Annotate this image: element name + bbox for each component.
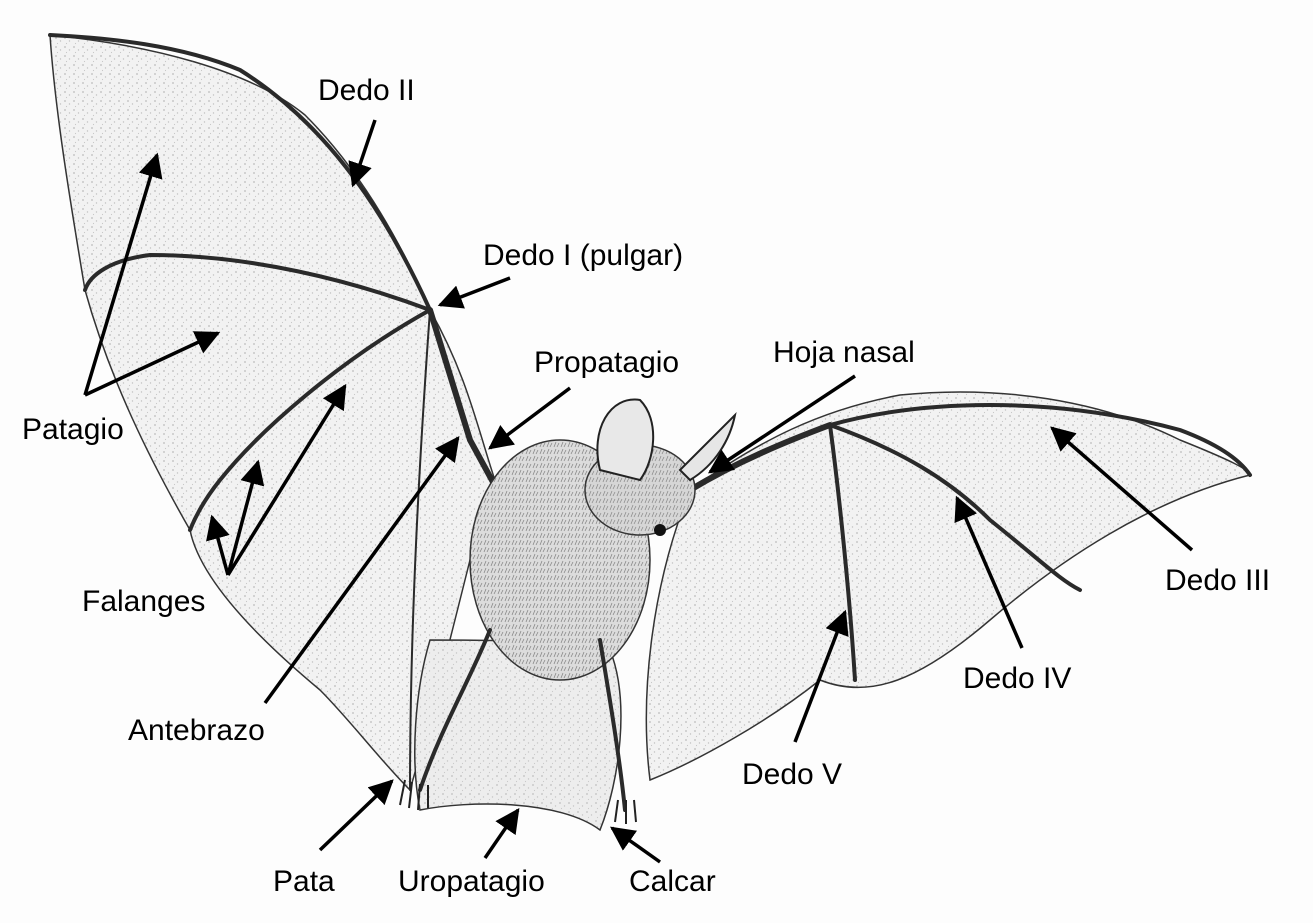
label-pata: Pata xyxy=(273,865,335,898)
label-hoja-nasal: Hoja nasal xyxy=(773,336,915,369)
arrow-pata xyxy=(320,781,392,850)
label-calcar: Calcar xyxy=(629,865,716,898)
label-patagio: Patagio xyxy=(22,413,124,446)
label-uropatagio: Uropatagio xyxy=(398,865,545,898)
label-propatagio: Propatagio xyxy=(534,346,679,379)
label-dedo-ii: Dedo II xyxy=(318,74,415,107)
bat-ear xyxy=(597,400,653,480)
label-antebrazo: Antebrazo xyxy=(128,714,265,747)
arrow-dedo-ii xyxy=(353,120,375,185)
label-falanges: Falanges xyxy=(82,585,205,618)
arrow-propatagio xyxy=(490,388,570,448)
label-dedo-iv: Dedo IV xyxy=(963,662,1071,695)
arrow-dedo-i xyxy=(440,278,510,305)
arrow-calcar xyxy=(612,828,660,862)
arrow-uropatagio xyxy=(485,810,518,858)
label-dedo-v: Dedo V xyxy=(742,758,842,791)
right-wing-shading xyxy=(646,392,1250,780)
label-dedo-i: Dedo I (pulgar) xyxy=(483,239,683,272)
bat-eye xyxy=(654,524,666,536)
label-dedo-iii: Dedo III xyxy=(1165,564,1270,597)
